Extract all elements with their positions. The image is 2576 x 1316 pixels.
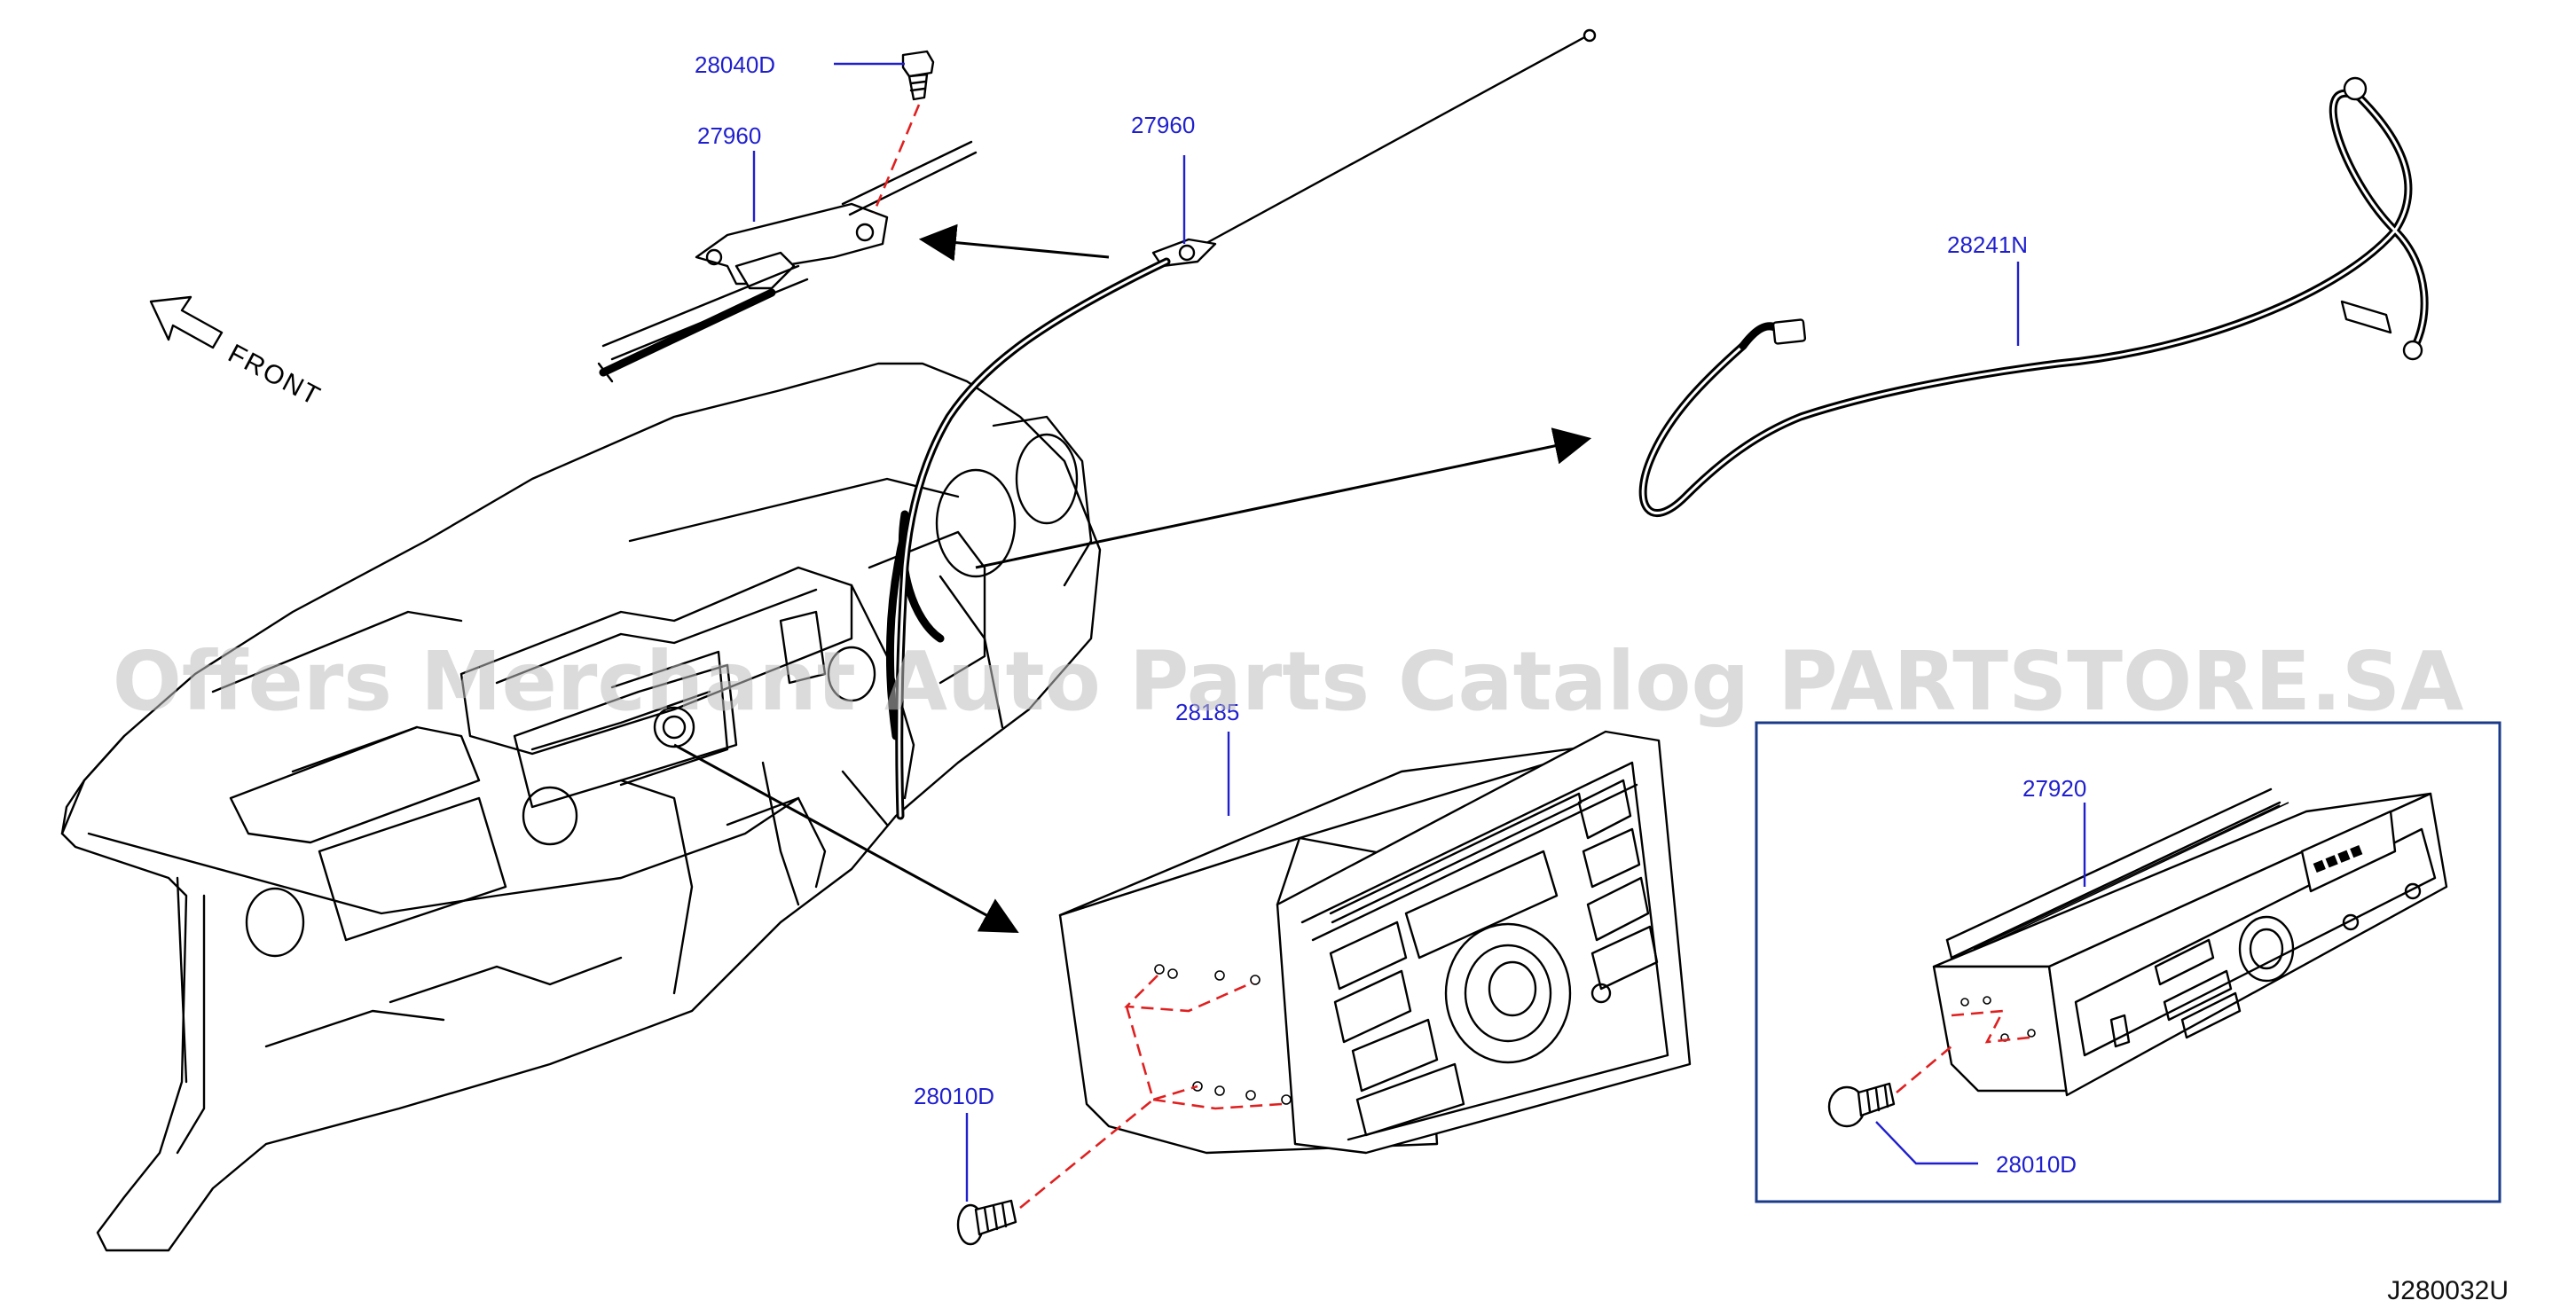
callout-alt-audio-unit: 27920 bbox=[2022, 775, 2086, 802]
audio-unit bbox=[1058, 730, 1692, 1155]
watermark: Offers Merchant Auto Parts Catalog PARTS… bbox=[113, 634, 2464, 729]
callout-audio-unit: 28185 bbox=[1175, 699, 1239, 725]
callout-alt-audio-screw: 28010D bbox=[1996, 1151, 2077, 1178]
front-direction-indicator: FRONT bbox=[149, 295, 326, 411]
figure-code: J280032U bbox=[2387, 1276, 2509, 1305]
callout-antenna-feeder: 28241N bbox=[1947, 231, 2028, 258]
alternate-unit-inset bbox=[1755, 721, 2501, 1203]
mounting-holes bbox=[1154, 964, 1292, 1105]
leader-lines bbox=[752, 62, 2086, 1202]
alt-audio-unit: ▪▪▪▪ bbox=[1932, 787, 2448, 1097]
antenna-rod bbox=[895, 28, 1597, 820]
callouts: 28040D 27960 27960 28241N 28185 28010D 2… bbox=[695, 51, 2086, 1178]
front-label: FRONT bbox=[224, 339, 326, 411]
assembly-arrows bbox=[673, 223, 1592, 934]
audio-screw bbox=[956, 1098, 1154, 1246]
front-arrow-icon bbox=[149, 295, 224, 349]
callout-antenna-base: 27960 bbox=[697, 122, 761, 149]
callout-antenna-rod: 27960 bbox=[1131, 112, 1195, 138]
alt-audio-screw bbox=[1827, 1046, 1952, 1128]
instrument-panel bbox=[60, 362, 1102, 1252]
antenna-feeder-cable bbox=[1638, 76, 2429, 517]
callout-audio-screw: 28010D bbox=[914, 1083, 994, 1109]
antenna-base bbox=[597, 140, 978, 383]
callout-antenna-screw: 28040D bbox=[695, 51, 775, 78]
antenna-screw bbox=[872, 50, 935, 214]
